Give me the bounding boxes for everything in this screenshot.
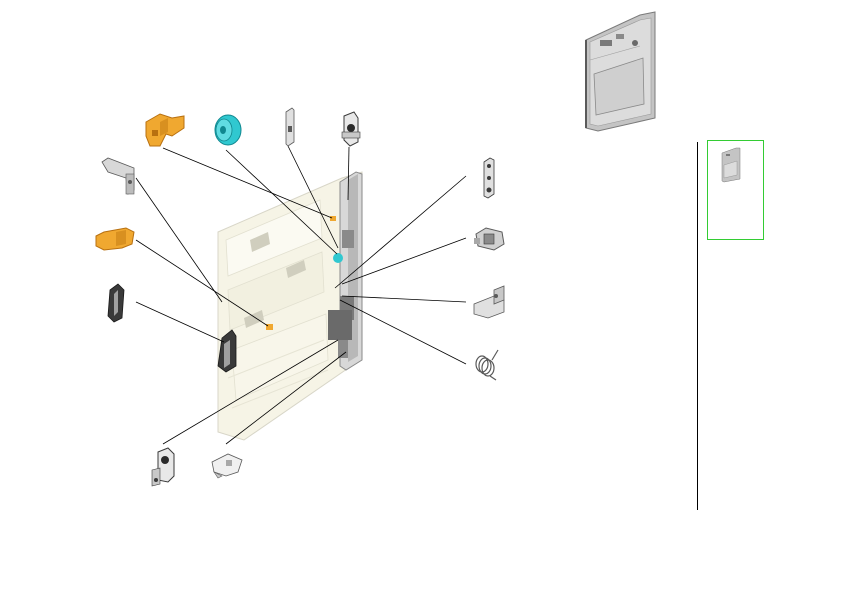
panel-separator (697, 142, 698, 510)
slotted-link-plate (483, 157, 495, 199)
assembled-cover-view (585, 11, 656, 132)
thin-link-bracket (285, 107, 295, 147)
thumbnail-page-preview (721, 147, 741, 183)
orange-actuator (95, 227, 135, 251)
torsion-spring (475, 349, 499, 381)
orange-latch-block (145, 113, 185, 147)
lever-bracket (341, 111, 361, 147)
page-thumbnail[interactable] (707, 140, 764, 240)
cyan-roller (214, 114, 242, 146)
l-bracket (101, 157, 135, 195)
leader-lines (135, 145, 467, 445)
connector-block (474, 227, 505, 251)
small-clip (211, 453, 243, 479)
hook-bracket (151, 447, 175, 487)
angle-bracket (473, 285, 505, 319)
black-lever (107, 283, 125, 323)
main-frame-assembly (217, 171, 363, 441)
